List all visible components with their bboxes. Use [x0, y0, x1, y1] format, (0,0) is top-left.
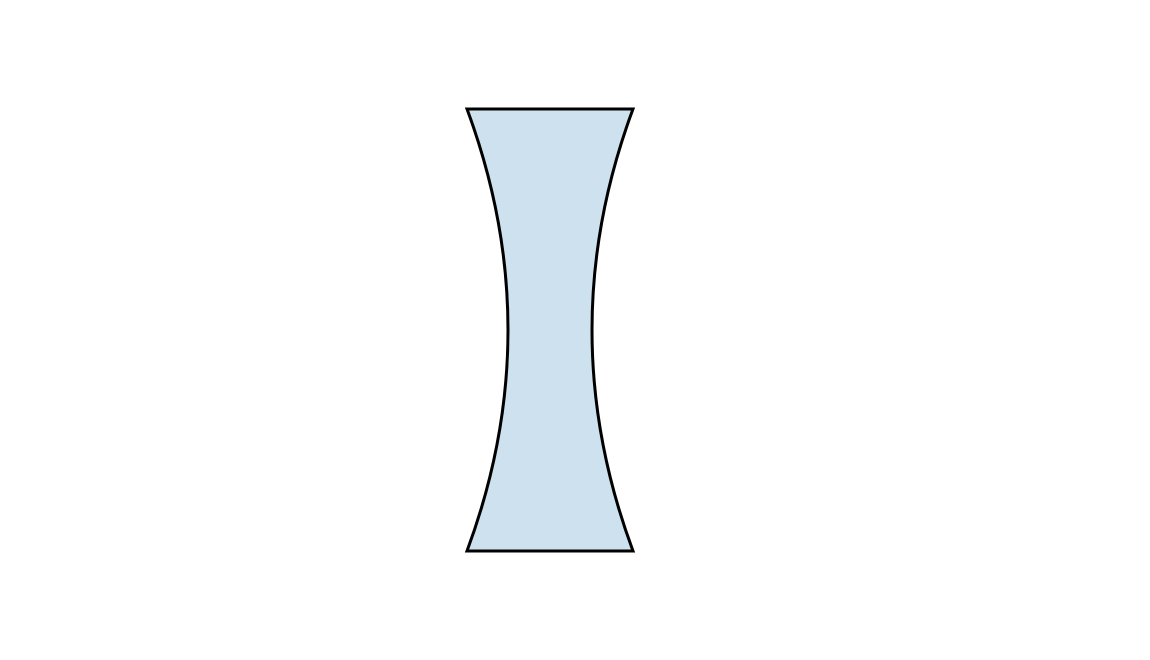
- concave-lens-shape: [464, 107, 636, 553]
